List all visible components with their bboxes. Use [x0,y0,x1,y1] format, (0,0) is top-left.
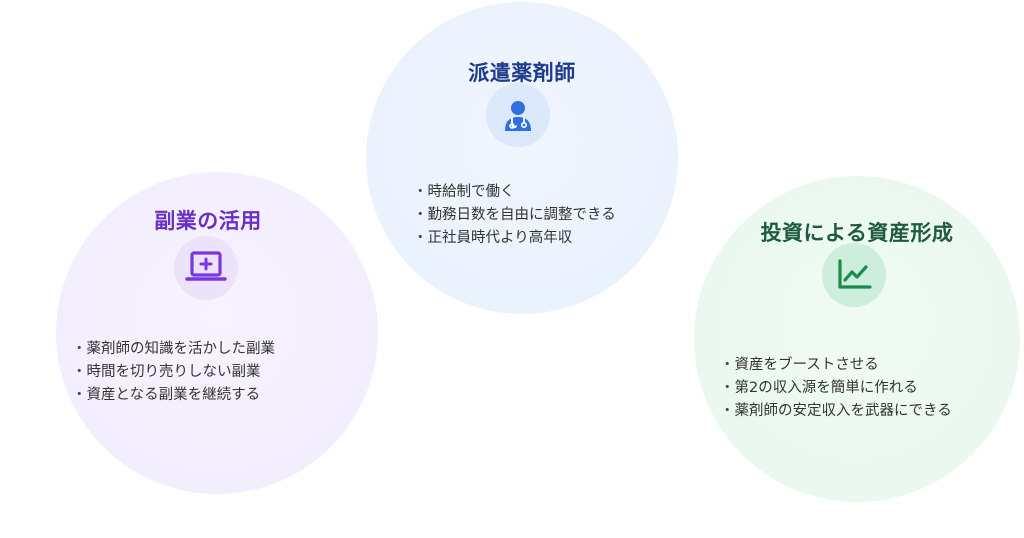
toushi-title: 投資による資産形成 [760,221,954,245]
toushi-bullet-1: 資産をブーストさせる [720,354,952,377]
fukugyou-bullet-list: 薬剤師の知識を活かした副業 時間を切り売りしない副業 資産となる副業を継続する [72,338,276,407]
fukugyou-bullet-2: 時間を切り売りしない副業 [72,361,275,384]
haken-title: 派遣薬剤師 [468,61,576,85]
line-chart-icon [822,243,886,307]
haken-bullet-2: 勤務日数を自由に調整できる [413,204,616,227]
fukugyou-bullet-3: 資産となる副業を継続する [72,384,275,407]
haken-bullet-3: 正社員時代より高年収 [413,227,616,250]
toushi-circle [694,176,1020,502]
haken-bullet-1: 時給制で働く [413,181,616,204]
toushi-bullet-3: 薬剤師の安定収入を武器にできる [720,400,952,423]
fukugyou-bullet-1: 薬剤師の知識を活かした副業 [72,338,276,361]
haken-bullet-list: 時給制で働く 勤務日数を自由に調整できる 正社員時代より高年収 [413,181,616,250]
fukugyou-circle [56,172,378,494]
toushi-bullet-2: 第2の収入源を簡単に作れる [720,377,952,400]
laptop-plus-icon [174,236,238,300]
doctor-icon [486,83,550,147]
haken-circle [366,2,678,314]
toushi-bullet-list: 資産をブーストさせる 第2の収入源を簡単に作れる 薬剤師の安定収入を武器にできる [720,354,952,423]
fukugyou-title: 副業の活用 [154,209,262,233]
